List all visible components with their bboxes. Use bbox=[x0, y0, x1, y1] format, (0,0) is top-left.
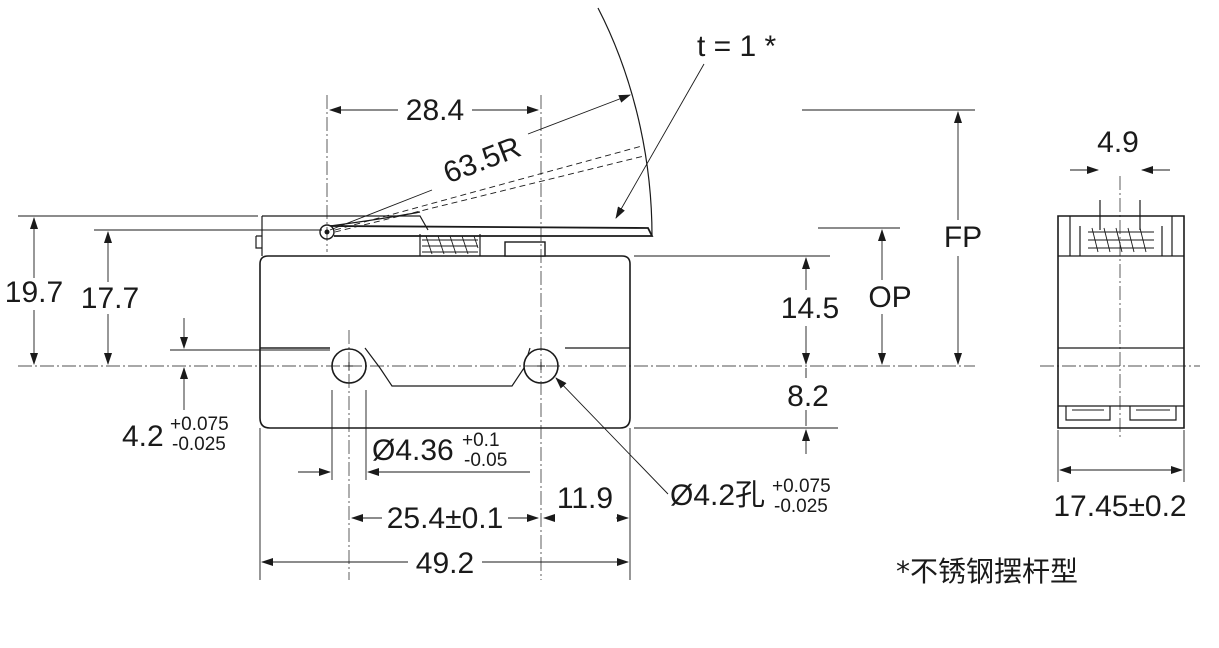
dim-11-9: 11.9 bbox=[557, 482, 613, 515]
dim-4-36-tol-minus: -0.05 bbox=[464, 450, 507, 471]
plunger bbox=[504, 241, 546, 257]
stainless-lever-note: *不锈钢摆杆型 bbox=[896, 555, 1078, 588]
dim-round-hole-base: Ø4.2孔 bbox=[670, 479, 765, 512]
dim-4-36-base: Ø4.36 bbox=[372, 434, 454, 467]
dim-4-2-base: 4.2 bbox=[122, 420, 164, 453]
dim-14-5: 14.5 bbox=[781, 292, 839, 325]
dim-4-2-tol-minus: -0.025 bbox=[172, 434, 226, 455]
dim-round-hole-tol-plus: +0.075 bbox=[772, 476, 831, 497]
dim-17-7: 17.7 bbox=[81, 282, 139, 315]
lever-thickness-label: t = 1 * bbox=[697, 30, 777, 63]
side-spring bbox=[1088, 227, 1154, 253]
dim-op: OP bbox=[868, 281, 911, 314]
dim-25-4: 25.4±0.1 bbox=[387, 502, 504, 535]
dim-round-hole-tol-minus: -0.025 bbox=[774, 496, 828, 517]
lever-arm bbox=[329, 225, 654, 237]
dim-4-36-tol-plus: +0.1 bbox=[462, 430, 500, 451]
lever-arc bbox=[597, 7, 653, 237]
dim-fp: FP bbox=[944, 221, 982, 254]
dim-8-2: 8.2 bbox=[787, 380, 829, 413]
dim-4-9: 4.9 bbox=[1097, 126, 1139, 159]
dim-49-2: 49.2 bbox=[416, 547, 474, 580]
dim-19-7: 19.7 bbox=[5, 276, 63, 309]
front-view: 28.4 63.5R t = 1 * FP OP 14.5 8.2 19.7 bbox=[5, 7, 982, 580]
dim-28-4: 28.4 bbox=[406, 94, 464, 127]
lever-spring bbox=[419, 234, 481, 256]
switch-body-outline bbox=[259, 255, 631, 429]
dim-4-2-tol-plus: +0.075 bbox=[170, 414, 229, 435]
side-view: 4.9 17.45±0.2 *不锈钢摆杆型 bbox=[896, 126, 1200, 588]
dim-17-45: 17.45±0.2 bbox=[1053, 490, 1186, 523]
